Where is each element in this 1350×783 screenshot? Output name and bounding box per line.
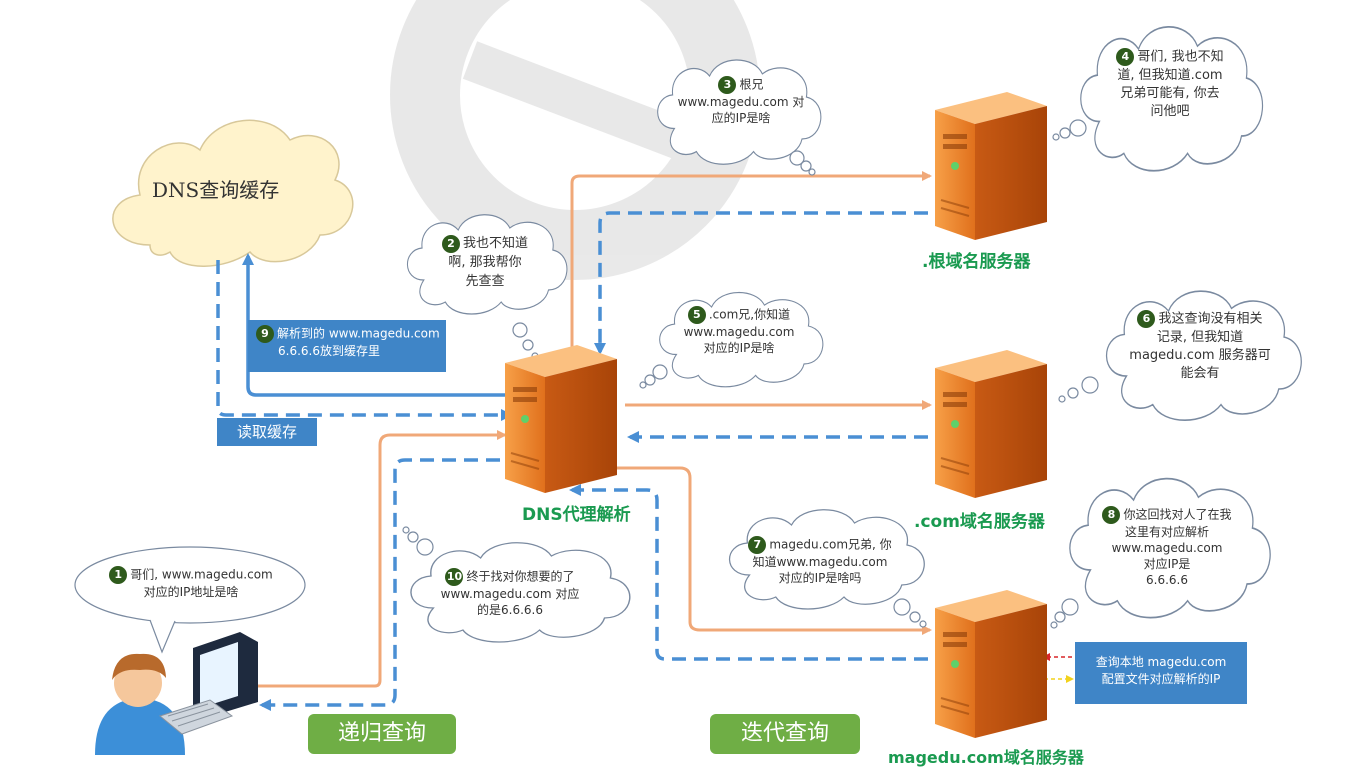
arrow-proxy-to-client bbox=[259, 458, 500, 711]
bubble-8-tail bbox=[1050, 598, 1079, 629]
step-badge: 6 bbox=[1137, 310, 1156, 328]
step-badge: 3 bbox=[718, 76, 737, 94]
step-badge: 4 bbox=[1116, 48, 1135, 66]
step-badge: 9 bbox=[256, 325, 274, 343]
bubble-2-tail bbox=[512, 322, 539, 360]
step-badge: 5 bbox=[687, 306, 706, 324]
bubble-5-text: 5.com兄,你知道 www.magedu.com 对应的IP是啥 bbox=[683, 306, 795, 355]
bubble-shape-1 bbox=[74, 546, 306, 654]
magedu-server-icon bbox=[934, 589, 1048, 739]
bubble-3-tail bbox=[789, 150, 816, 176]
response-arrows bbox=[216, 211, 928, 711]
root-server-icon bbox=[934, 91, 1048, 241]
arrow-magedu-to-proxy bbox=[569, 484, 928, 661]
arrow-proxy-to-root bbox=[570, 171, 932, 355]
step-badge: 1 bbox=[109, 566, 128, 584]
step-badge: 2 bbox=[441, 234, 460, 253]
bubble-5-tail bbox=[639, 364, 668, 389]
bubble-4-tail bbox=[1052, 119, 1087, 141]
recursive-query-tag: 递归查询 bbox=[308, 714, 456, 754]
step-badge: 8 bbox=[1102, 506, 1121, 524]
local-lookup-note: 查询本地 magedu.com 配置文件对应解析的IP bbox=[1075, 642, 1247, 704]
proxy-server-label: DNS代理解析 bbox=[522, 505, 631, 525]
bubble-7-tail bbox=[893, 598, 927, 628]
arrow-cache-read bbox=[216, 260, 513, 421]
com-server-icon bbox=[934, 349, 1048, 499]
arrow-proxy-to-magedu bbox=[610, 466, 932, 635]
request-arrows bbox=[258, 171, 932, 688]
root-server-label: .根域名服务器 bbox=[922, 252, 1031, 272]
step-badge: 10 bbox=[445, 568, 464, 586]
step-badge: 7 bbox=[748, 536, 767, 554]
magedu-server-label: magedu.com域名服务器 bbox=[888, 748, 1084, 767]
proxy-server-icon bbox=[504, 344, 618, 494]
arrow-root-to-proxy bbox=[594, 211, 928, 355]
dns-cache-cloud bbox=[112, 119, 354, 267]
computer-icon bbox=[158, 632, 258, 735]
read-cache-note: 读取缓存 bbox=[217, 418, 317, 446]
arrow-client-to-proxy bbox=[258, 430, 507, 688]
bubble-10-tail bbox=[402, 526, 434, 556]
com-server-label: .com域名服务器 bbox=[914, 512, 1045, 532]
iterative-query-tag: 迭代查询 bbox=[710, 714, 860, 754]
user-avatar-icon bbox=[95, 653, 185, 755]
arrow-proxy-to-cache bbox=[242, 253, 510, 397]
dns-cache-label: DNS查询缓存 bbox=[152, 178, 280, 202]
bubble-6-tail bbox=[1058, 376, 1099, 403]
